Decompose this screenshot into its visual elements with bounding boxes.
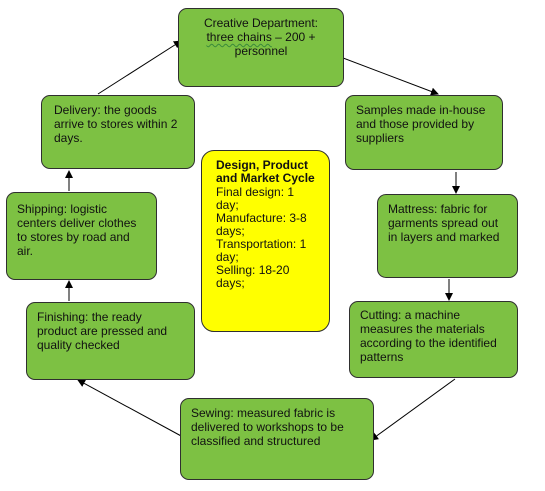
step-delivery-text: Delivery: the goods arrive to stores wit… bbox=[54, 103, 178, 145]
step-cutting-text: Cutting: a machine measures the material… bbox=[360, 308, 497, 364]
step-finishing: Finishing: the ready product are pressed… bbox=[26, 302, 195, 380]
arrow-sewing-to-finishing bbox=[77, 379, 184, 438]
cycle-summary-transportation: Transportation: 1 day; bbox=[216, 237, 307, 264]
step-creative-underlined: three chains bbox=[206, 30, 272, 44]
step-shipping: Shipping: logistic centers deliver cloth… bbox=[6, 192, 157, 280]
step-finishing-text: Finishing: the ready product are pressed… bbox=[37, 310, 168, 352]
step-samples: Samples made in-house and those provided… bbox=[345, 95, 503, 170]
step-creative-line1: Creative Department: bbox=[203, 16, 319, 30]
step-mattress-text: Mattress: fabric for garments spread out… bbox=[388, 202, 500, 244]
step-sewing: Sewing: measured fabric is delivered to … bbox=[180, 398, 374, 480]
step-delivery: Delivery: the goods arrive to stores wit… bbox=[41, 95, 195, 169]
step-cutting: Cutting: a machine measures the material… bbox=[349, 301, 518, 378]
step-creative-department: Creative Department: three chains – 200 … bbox=[178, 8, 344, 87]
step-creative-line2: three chains – 200 + bbox=[187, 30, 335, 44]
step-creative-line3: personnel bbox=[234, 44, 288, 58]
step-mattress: Mattress: fabric for garments spread out… bbox=[377, 194, 518, 278]
cycle-summary-title: Design, Product and Market Cycle bbox=[216, 158, 315, 185]
step-sewing-text: Sewing: measured fabric is delivered to … bbox=[191, 406, 344, 448]
cycle-summary-selling: Selling: 18-20 days; bbox=[216, 263, 290, 290]
cycle-summary-box: Design, Product and Market Cycle Final d… bbox=[201, 150, 330, 332]
arrow-delivery-to-creative bbox=[97, 40, 182, 95]
step-samples-text: Samples made in-house and those provided… bbox=[356, 103, 486, 145]
cycle-summary-manufacture: Manufacture: 3-8 days; bbox=[216, 211, 307, 238]
cycle-summary-final-design: Final design: 1 day; bbox=[216, 185, 295, 212]
step-shipping-text: Shipping: logistic centers deliver cloth… bbox=[17, 202, 137, 258]
step-creative-line2-rest: – 200 + bbox=[271, 30, 316, 44]
arrow-cutting-to-sewing bbox=[370, 378, 456, 441]
